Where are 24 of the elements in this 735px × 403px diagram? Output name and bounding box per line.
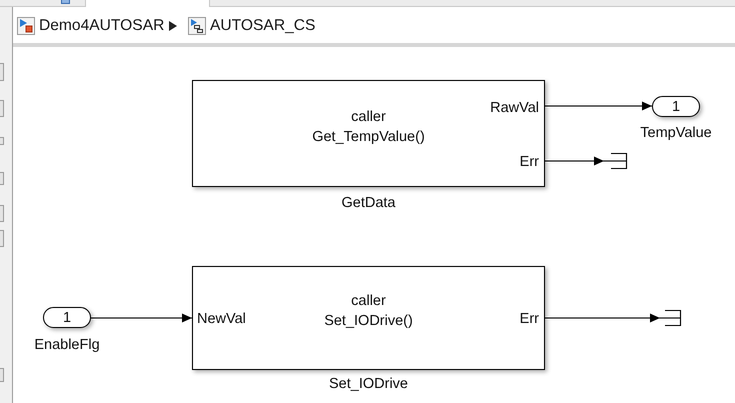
- port-label: Err: [520, 310, 539, 328]
- signal-arrow: [545, 314, 660, 322]
- port-label: NewVal: [197, 310, 246, 328]
- outport-block: [652, 96, 700, 117]
- port-label: RawVal: [490, 99, 539, 117]
- port-number: 1: [670, 98, 682, 116]
- block-name: Set_IODrive: [329, 375, 408, 393]
- function-caller-text: caller Set_IODrive(): [324, 292, 413, 331]
- breadcrumb-item: AUTOSAR_CS: [210, 16, 316, 36]
- terminator-symbol: [660, 310, 681, 326]
- signal-arrow: [91, 314, 192, 322]
- breadcrumb-item: Demo4AUTOSAR: [39, 16, 164, 36]
- terminator-symbol: [604, 153, 627, 169]
- signal-arrow: [545, 102, 652, 110]
- function-caller-text: caller Get_TempValue(): [312, 108, 425, 147]
- port-label: Err: [520, 153, 539, 171]
- subsystem-block: [192, 80, 545, 187]
- port-name: EnableFlg: [34, 336, 100, 354]
- block-name: GetData: [342, 194, 396, 212]
- port-name: TempValue: [640, 124, 712, 142]
- inport-block: [43, 307, 91, 328]
- port-number: 1: [62, 309, 72, 327]
- subsystem-block: [192, 266, 545, 370]
- signal-arrow: [545, 156, 604, 166]
